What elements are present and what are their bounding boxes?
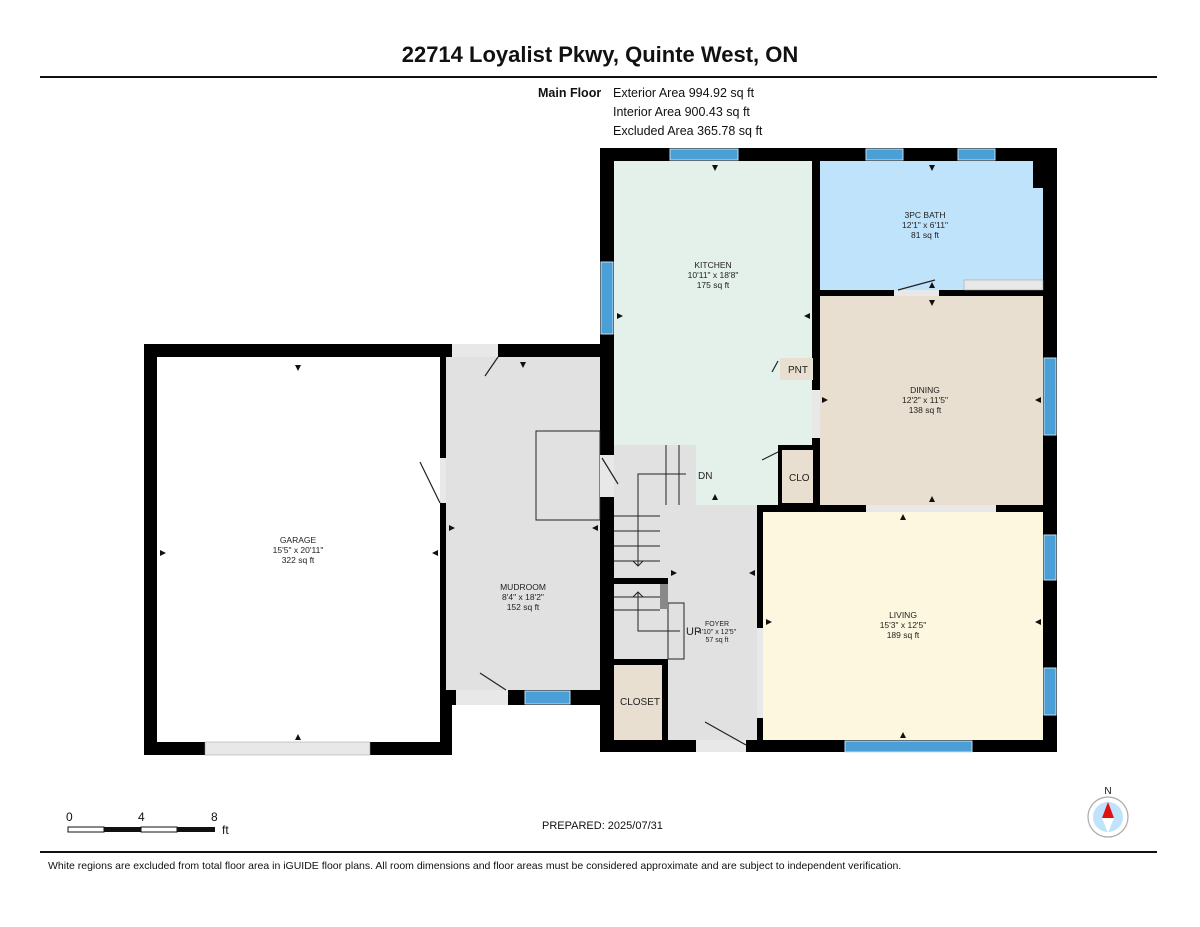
foyer-name: FOYER <box>705 621 729 628</box>
mudroom-room <box>446 357 600 690</box>
bath-dims: 12'1" x 6'11" <box>902 220 948 230</box>
foyer-dims: 4'10" x 12'5" <box>698 629 737 636</box>
kitchen-name: KITCHEN <box>694 260 731 270</box>
area-summary: Exterior Area 994.92 sq ft Interior Area… <box>613 84 762 141</box>
scale-unit: ft <box>222 823 229 837</box>
kitchen-area: 175 sq ft <box>697 280 730 290</box>
garage-name: GARAGE <box>280 535 317 545</box>
stairs-down-label: DN <box>698 471 712 482</box>
compass-north-label: N <box>1104 786 1111 797</box>
mudroom-area: 152 sq ft <box>507 602 540 612</box>
door-swings <box>419 279 936 746</box>
closet-room <box>614 665 662 740</box>
dining-name: DINING <box>910 385 940 395</box>
dining-area: 138 sq ft <box>909 405 942 415</box>
compass-icon: N <box>1087 786 1129 838</box>
pantry-label: PNT <box>788 365 808 376</box>
stairs-up-label: UP <box>686 626 701 638</box>
kitchen-extension <box>696 445 778 505</box>
living-area: 189 sq ft <box>887 630 920 640</box>
dining-dims: 12'2" x 11'5" <box>902 395 948 405</box>
bath-room <box>820 161 1033 290</box>
page-title: 22714 Loyalist Pkwy, Quinte West, ON <box>401 42 799 67</box>
foyer-area: 57 sq ft <box>706 637 729 644</box>
garage-area: 322 sq ft <box>282 555 315 565</box>
dining-room <box>820 296 1043 505</box>
title-divider <box>40 76 1157 78</box>
interior-area: Interior Area 900.43 sq ft <box>613 105 750 119</box>
clo-label: CLO <box>789 473 810 484</box>
bath-tub <box>963 279 1044 291</box>
bath-area: 81 sq ft <box>911 230 940 240</box>
garage-dims: 15'5" x 20'11" <box>273 545 324 555</box>
stairs-down <box>614 445 696 578</box>
floor-label: Main Floor <box>538 86 602 100</box>
disclaimer: White regions are excluded from total fl… <box>48 860 902 872</box>
dimension-markers <box>160 165 1041 740</box>
living-room <box>763 512 1043 740</box>
living-dims: 15'3" x 12'5" <box>880 620 927 630</box>
kitchen-room <box>614 161 812 445</box>
windows <box>524 148 1057 753</box>
clo-room <box>782 450 813 503</box>
scale-label-0: 0 <box>66 810 73 824</box>
pantry-room <box>780 358 813 380</box>
garage-room <box>157 357 440 742</box>
mudroom-name: MUDROOM <box>500 582 546 592</box>
closet-label: CLOSET <box>620 697 660 708</box>
exterior-area: Exterior Area 994.92 sq ft <box>613 86 755 100</box>
excluded-area: Excluded Area 365.78 sq ft <box>613 124 763 138</box>
stair-treads <box>614 445 686 660</box>
bath-name: 3PC BATH <box>905 210 946 220</box>
living-name: LIVING <box>889 610 917 620</box>
prepared-date: PREPARED: 2025/07/31 <box>542 820 663 832</box>
scale-label-8: 8 <box>211 810 218 824</box>
scale-bar: 0 4 8 ft <box>66 810 229 837</box>
scale-label-4: 4 <box>138 810 145 824</box>
garage-door <box>204 741 371 756</box>
mudroom-dims: 8'4" x 18'2" <box>502 592 544 602</box>
kitchen-dims: 10'11" x 18'8" <box>688 270 739 280</box>
footer-divider <box>40 851 1157 853</box>
